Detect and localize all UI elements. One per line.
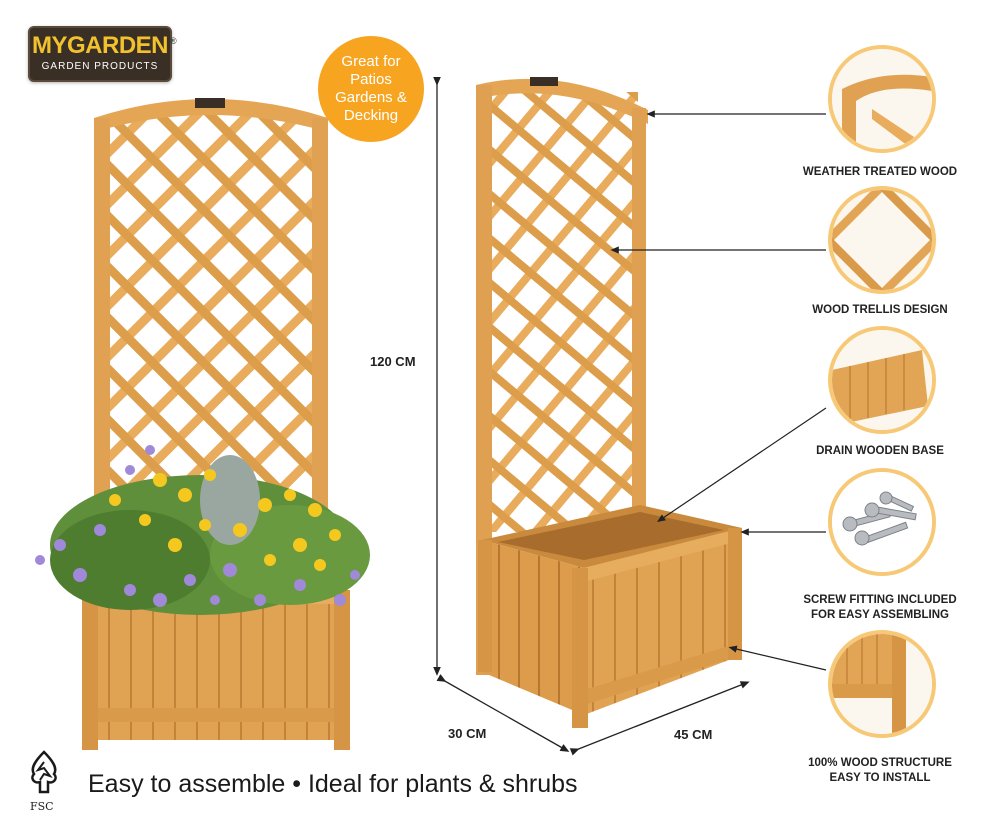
callout-lines [610,110,827,671]
feature-label-screws-line1: SCREW FITTING INCLUDED [803,594,957,606]
feature-label-drain-base: DRAIN WOODEN BASE [816,445,944,457]
trellis-icon [828,186,936,294]
brand-my: MY [31,32,68,59]
wood-structure-icon [828,630,936,738]
feature-label-screws-line2: FOR EASY ASSEMBLING [810,609,950,621]
width-label: 45 CM [674,727,713,742]
feature-label-trellis: WOOD TRELLIS DESIGN [812,304,948,316]
feature-label-screws: SCREW FITTING INCLUDED FOR EASY ASSEMBLI… [785,593,975,623]
registered-mark: ® [170,36,177,46]
left-planter [35,98,370,750]
brand-logo: MYGARDEN GARDEN PRODUCTS [28,26,172,82]
feature-label-structure-line1: 100% WOOD STRUCTURE [808,757,952,769]
wood-corner-icon [828,45,936,153]
badge-line: Patios [350,71,392,88]
brand-garden: GARDEN [66,32,169,59]
feature-label-wood-structure: 100% WOOD STRUCTURE EASY TO INSTALL [785,756,975,786]
brand-name: MYGARDEN [30,32,170,60]
screws-icon [828,468,936,576]
usage-badge: Great for Patios Gardens & Decking [318,36,424,142]
badge-line: Gardens & [335,89,407,106]
right-planter [476,77,742,728]
height-label: 120 CM [370,354,416,369]
feature-label-structure-line2: EASY TO INSTALL [829,772,931,784]
tagline: Easy to assemble • Ideal for plants & sh… [88,770,578,798]
badge-line: Decking [343,107,399,124]
wood-base-icon [828,326,936,434]
feature-label-weather-wood: WEATHER TREATED WOOD [802,166,958,178]
fsc-tree-icon [31,750,57,794]
width-dimension-line [569,681,750,756]
badge-line: Great for [341,53,401,70]
fsc-label: FSC [30,800,54,813]
brand-subtitle: GARDEN PRODUCTS [41,61,159,72]
depth-dimension-line [436,674,570,752]
depth-label: 30 CM [448,726,487,741]
